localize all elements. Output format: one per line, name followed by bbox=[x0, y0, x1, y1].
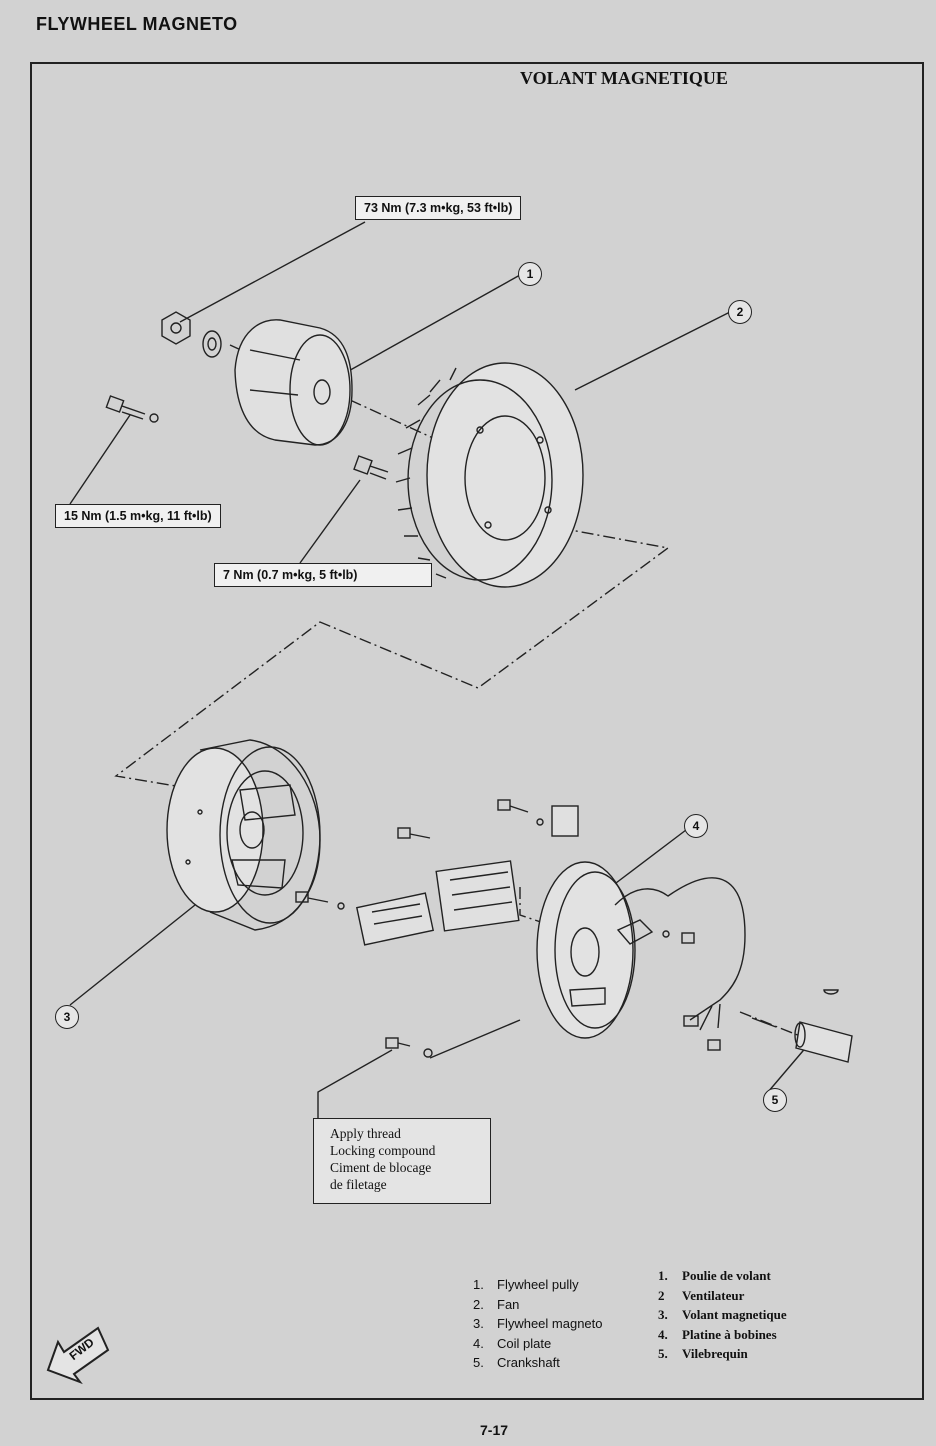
leader-part-2 bbox=[574, 311, 731, 391]
alignment-line bbox=[114, 527, 670, 789]
leader-note-washer bbox=[429, 1019, 521, 1059]
note-line: Locking compound bbox=[330, 1143, 436, 1158]
page-title-french: VOLANT MAGNETIQUE bbox=[520, 68, 728, 88]
legend-item: 4.Platine à bobines bbox=[658, 1326, 777, 1342]
legend-item: 5.Crankshaft bbox=[473, 1355, 560, 1370]
thread-locking-note: Apply thread Locking compound Ciment de … bbox=[313, 1118, 491, 1204]
legend-item: 1.Poulie de volant bbox=[658, 1268, 771, 1283]
leader-part-4 bbox=[611, 829, 687, 887]
torque-spec-fan-bolt: 7 Nm (0.7 m•kg, 5 ft•lb) bbox=[214, 563, 432, 587]
page-title: FLYWHEEL MAGNETO bbox=[36, 14, 238, 34]
pulley-bolt bbox=[105, 395, 159, 423]
legend-item: 2.Fan bbox=[473, 1296, 520, 1312]
part-number-4: 4 bbox=[684, 814, 708, 838]
fwd-arrow-icon bbox=[46, 1326, 110, 1385]
crankshaft bbox=[751, 989, 853, 1063]
diagram-frame bbox=[30, 62, 924, 1400]
legend-item: 3.Flywheel magneto bbox=[473, 1316, 603, 1331]
legend-item: 5.Vilebrequin bbox=[658, 1346, 748, 1361]
part-number-3: 3 bbox=[55, 1005, 79, 1029]
legend-item: 4.Coil plate bbox=[473, 1335, 552, 1351]
leader-note bbox=[317, 1049, 393, 1118]
coil-assembly bbox=[295, 799, 695, 1058]
note-line: de filetage bbox=[330, 1177, 387, 1192]
leader-torque-15 bbox=[69, 414, 131, 505]
flywheel-pulley bbox=[234, 319, 353, 446]
part-number-5: 5 bbox=[763, 1088, 787, 1112]
flywheel-nut bbox=[161, 311, 222, 358]
leader-part-1 bbox=[344, 274, 521, 374]
leader-part-3 bbox=[69, 904, 196, 1006]
legend-english: 1.Flywheel pully 2.Fan 3.Flywheel magnet… bbox=[473, 1275, 603, 1373]
leader-torque-73 bbox=[179, 221, 366, 323]
torque-spec-nut: 73 Nm (7.3 m•kg, 53 ft•lb) bbox=[355, 196, 522, 220]
legend-item: 3.Volant magnetique bbox=[658, 1307, 787, 1322]
leader-torque-7 bbox=[299, 479, 361, 564]
cooling-fan bbox=[395, 362, 584, 588]
part-number-1: 1 bbox=[518, 262, 542, 286]
flywheel-magneto bbox=[166, 739, 321, 931]
note-line: Ciment de blocage bbox=[330, 1160, 432, 1175]
torque-spec-pulley-bolt: 15 Nm (1.5 m•kg, 11 ft•lb) bbox=[55, 504, 221, 528]
note-line: Apply thread bbox=[330, 1126, 401, 1141]
page-number: 7-17 bbox=[480, 1422, 509, 1438]
part-number-2: 2 bbox=[728, 300, 752, 324]
legend-item: 1.Flywheel pully bbox=[473, 1277, 579, 1292]
fan-bolt bbox=[353, 455, 389, 480]
coil-plate bbox=[536, 861, 746, 1051]
leader-part-5 bbox=[767, 1044, 809, 1093]
